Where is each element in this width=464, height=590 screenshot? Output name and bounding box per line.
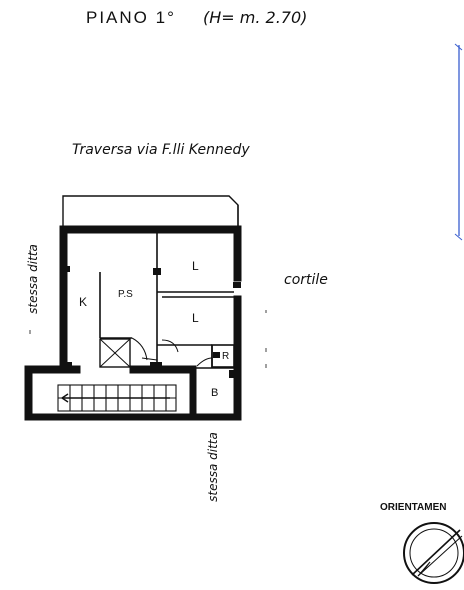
orientation-compass: [403, 522, 464, 584]
street-top-label: Traversa via F.lli Kennedy: [72, 142, 250, 158]
room-ps-label: P.S: [118, 289, 133, 300]
room-l-top-label: L: [192, 259, 199, 273]
room-b-label: B: [211, 387, 219, 399]
room-l-bottom-label: L: [192, 311, 199, 325]
neighbor-bottom-label: stessa ditta: [205, 432, 220, 502]
neighbor-left-label: stessa ditta: [25, 244, 40, 314]
building-outline: [24, 195, 242, 421]
orientation-label: ORIENTAMEN: [380, 502, 447, 513]
room-k-label: K: [79, 295, 88, 309]
room-r-label: R: [222, 351, 230, 362]
floor-label: PIANO 1°: [86, 8, 176, 27]
courtyard-label: cortile: [284, 272, 328, 288]
wall-pillars: [60, 266, 241, 378]
interior-walls: [99, 233, 235, 369]
height-note: (H= m. 2.70): [203, 8, 308, 27]
staircase: [57, 384, 177, 412]
